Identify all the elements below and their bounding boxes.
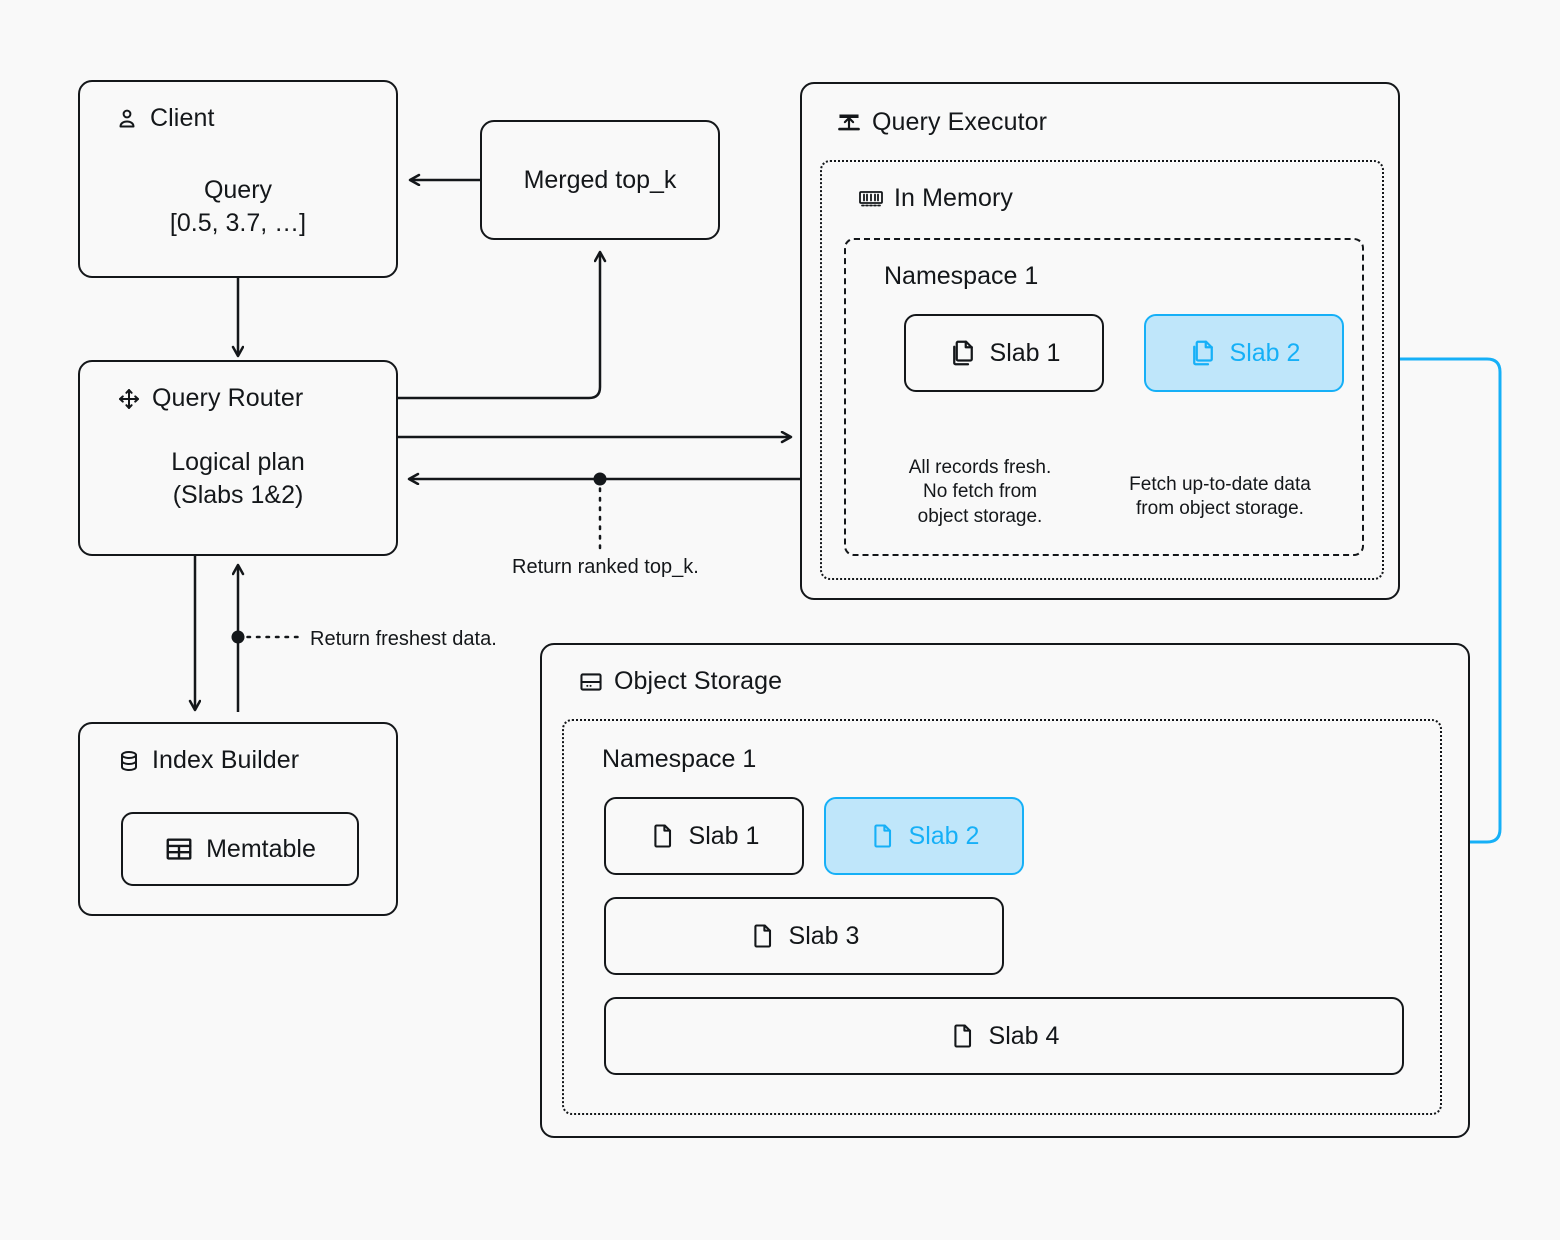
client-title: Client xyxy=(150,104,215,132)
object-storage-node[interactable]: Object Storage Namespace 1 Slab 1 xyxy=(540,643,1470,1138)
file-icon xyxy=(949,1022,977,1050)
storage-slab-1[interactable]: Slab 1 xyxy=(604,797,804,875)
database-icon xyxy=(116,748,142,774)
index-builder-node[interactable]: Index Builder Memtable xyxy=(78,722,398,916)
user-icon xyxy=(114,106,140,132)
storage-slab-4-label: Slab 4 xyxy=(988,1021,1060,1050)
query-router-header: Query Router xyxy=(116,384,303,413)
storage-namespace-container: Namespace 1 Slab 1 Slab 2 xyxy=(562,719,1442,1115)
label-return-ranked-topk: Return ranked top_k. xyxy=(512,556,699,578)
file-icon xyxy=(649,822,677,850)
edge-router-to-merged xyxy=(398,252,600,400)
client-query-text: Query [0.5, 3.7, …] xyxy=(169,176,307,237)
in-memory-container: In Memory Namespace 1 Slab 1 xyxy=(820,160,1384,580)
file-icon xyxy=(749,922,777,950)
file-icon xyxy=(869,822,897,850)
dot-freshest-data xyxy=(231,630,245,644)
query-executor-header: Query Executor xyxy=(836,108,1047,137)
merged-topk-label: Merged top_k xyxy=(523,165,677,194)
dot-ranked-topk xyxy=(593,472,607,486)
merged-topk-node[interactable]: Merged top_k xyxy=(480,120,720,240)
memtable-chip[interactable]: Memtable xyxy=(121,812,359,886)
memory-slab-1[interactable]: Slab 1 xyxy=(904,314,1104,392)
in-memory-title: In Memory xyxy=(894,184,1013,212)
query-router-plan-text: Logical plan (Slabs 1&2) xyxy=(171,448,305,509)
upload-tray-icon xyxy=(836,110,862,136)
table-icon xyxy=(164,834,194,864)
storage-slab-2-label: Slab 2 xyxy=(908,821,980,850)
query-router-title: Query Router xyxy=(152,384,304,412)
client-node[interactable]: Client Query [0.5, 3.7, …] xyxy=(78,80,398,278)
copy-files-icon xyxy=(1188,338,1218,368)
memory-slab-2-note: Fetch up-to-date data from object storag… xyxy=(1129,474,1311,520)
query-executor-node[interactable]: Query Executor In Memory Namespace 1 xyxy=(800,82,1400,600)
index-builder-header: Index Builder xyxy=(116,746,299,775)
in-memory-header: In Memory xyxy=(858,184,1013,213)
storage-slab-3[interactable]: Slab 3 xyxy=(604,897,1004,975)
copy-files-icon xyxy=(948,338,978,368)
memtable-label: Memtable xyxy=(206,834,316,863)
memory-slab-1-note: All records fresh. No fetch from object … xyxy=(908,457,1052,527)
index-builder-title: Index Builder xyxy=(152,746,300,774)
client-header: Client xyxy=(114,104,215,133)
memory-namespace-container: Namespace 1 Slab 1 xyxy=(844,238,1364,556)
object-storage-header: Object Storage xyxy=(578,667,782,696)
label-return-freshest-data: Return freshest data. xyxy=(310,628,497,650)
object-storage-title: Object Storage xyxy=(614,667,783,695)
server-icon xyxy=(578,669,604,695)
memory-slab-2[interactable]: Slab 2 xyxy=(1144,314,1344,392)
ram-stick-icon xyxy=(858,186,884,212)
memory-namespace-title: Namespace 1 xyxy=(884,262,1039,290)
storage-slab-2[interactable]: Slab 2 xyxy=(824,797,1024,875)
query-router-node[interactable]: Query Router Logical plan (Slabs 1&2) xyxy=(78,360,398,556)
query-executor-title: Query Executor xyxy=(872,108,1048,136)
storage-slab-4[interactable]: Slab 4 xyxy=(604,997,1404,1075)
storage-namespace-title: Namespace 1 xyxy=(602,745,757,773)
move-arrows-icon xyxy=(116,386,142,412)
storage-slab-3-label: Slab 3 xyxy=(788,921,860,950)
memory-slab-2-label: Slab 2 xyxy=(1229,338,1301,367)
memory-slab-1-label: Slab 1 xyxy=(989,338,1061,367)
storage-slab-1-label: Slab 1 xyxy=(688,821,760,850)
